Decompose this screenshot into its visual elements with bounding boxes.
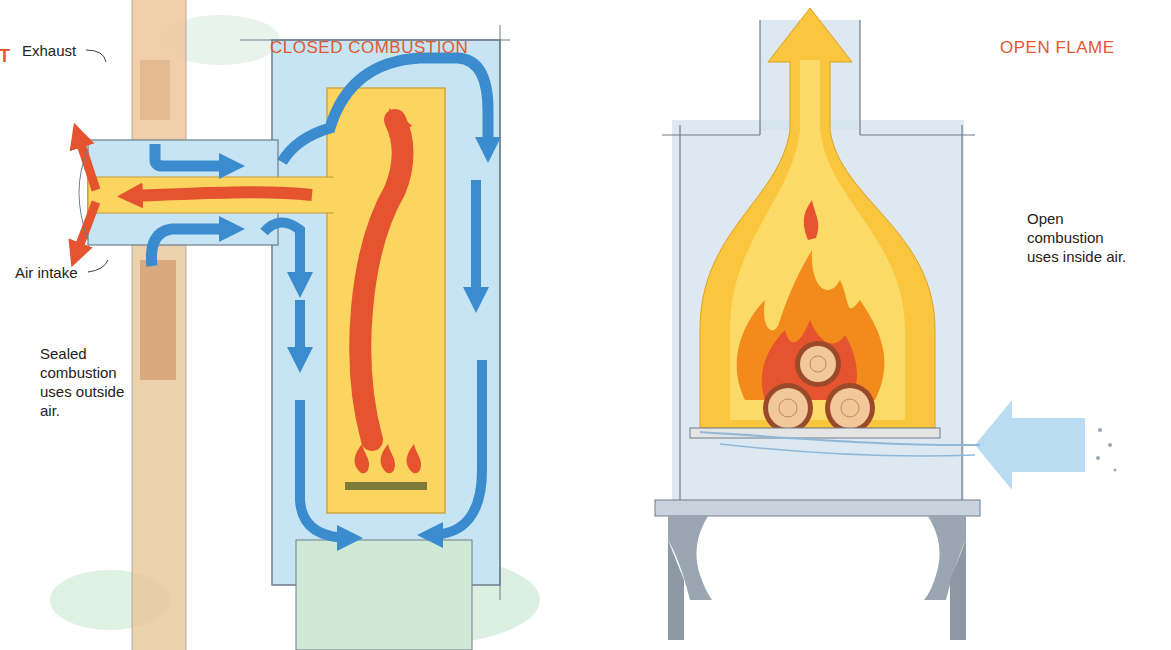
callout-label: Air intake [15, 263, 105, 282]
flame [407, 444, 421, 473]
exhaust-flow-arrow [76, 202, 96, 255]
intake-flow-arrow [155, 144, 232, 166]
air-stream [700, 432, 980, 445]
sketch-line [860, 134, 975, 135]
stove-base [296, 540, 472, 650]
intake-flow-arrow [282, 58, 488, 162]
dust-speck [1114, 469, 1117, 472]
burner-grate [345, 482, 427, 490]
stove-leg [668, 540, 684, 640]
intake-flow-arrow [264, 222, 300, 285]
fire [737, 250, 885, 400]
firebox [327, 88, 445, 513]
intake-flow-arrow [430, 360, 482, 535]
dust-speck [1096, 456, 1100, 460]
log-end [830, 388, 870, 428]
log-end [768, 388, 808, 428]
exhaust-flow-arrow [360, 120, 402, 440]
base-plate [655, 500, 980, 516]
stove-leg [950, 540, 966, 640]
stove-casing [272, 40, 500, 585]
intake-flow-arrow [471, 180, 481, 300]
intake-flow-arrow [295, 300, 305, 360]
note-text: Sealed combustion uses outside air. [40, 344, 138, 420]
sketch-line [140, 262, 150, 268]
sketch-line [759, 20, 760, 135]
sketch-line [662, 134, 760, 135]
wall-line [186, 0, 187, 650]
inside-air-arrow [975, 400, 1085, 490]
log [825, 383, 875, 433]
sketch-line [961, 125, 962, 510]
wall-shading [140, 60, 170, 120]
leader-line [86, 50, 106, 62]
log-end [800, 346, 836, 382]
exhaust-flow-arrow [78, 135, 96, 190]
vent-pipe-inner [88, 177, 333, 213]
wall-shading [140, 260, 176, 380]
sketch-line [859, 20, 860, 135]
flame [381, 444, 395, 473]
pipe-joint [322, 178, 334, 212]
flame-glow [730, 60, 905, 420]
wall-section [132, 244, 186, 650]
panel-title: CLOSED COMBUSTION [270, 38, 530, 57]
wall-line [132, 0, 133, 650]
log-ring [841, 399, 859, 417]
log-ring [779, 399, 797, 417]
dust-speck [1098, 428, 1102, 432]
exhaust-flow-arrow [130, 192, 312, 196]
sketch-line [500, 25, 501, 600]
dust-speck [1108, 443, 1112, 447]
intake-flow-arrow [300, 400, 350, 538]
sketch-line [79, 150, 88, 240]
callout-label: Exhaust [22, 41, 102, 60]
note-text: Open combustion uses inside air. [1027, 209, 1139, 266]
fire [804, 200, 818, 240]
wall-section [132, 0, 186, 142]
intake-flow-arrow [151, 229, 232, 266]
log [763, 383, 813, 433]
panel-title: OPEN FLAME [1000, 38, 1150, 57]
sketch-line [679, 125, 680, 510]
hot-air-flow [700, 8, 935, 428]
log-ring [810, 356, 826, 372]
log [795, 341, 841, 387]
leader-line [88, 260, 108, 272]
air-stream [720, 444, 975, 456]
